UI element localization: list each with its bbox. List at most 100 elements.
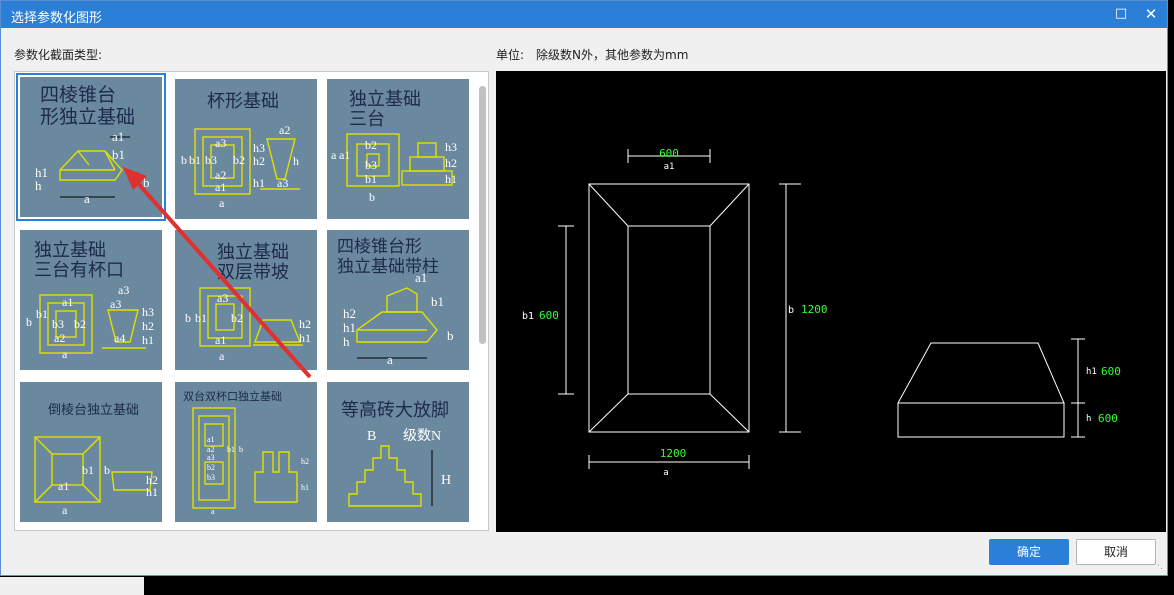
svg-text:a: a [219, 349, 225, 363]
svg-text:h1: h1 [35, 165, 48, 180]
close-icon[interactable]: ✕ [1144, 5, 1158, 23]
tile-title-line1: 四棱锥台 [40, 84, 116, 106]
svg-text:h2: h2 [301, 457, 309, 466]
svg-text:b: b [369, 190, 375, 204]
svg-text:a2: a2 [215, 168, 226, 182]
grid-scrollbar[interactable] [479, 86, 486, 344]
svg-text:独立基础带柱: 独立基础带柱 [337, 257, 439, 277]
svg-text:h2: h2 [445, 156, 457, 170]
svg-text:h2: h2 [146, 473, 158, 487]
svg-text:b: b [788, 305, 794, 316]
svg-text:b1: b1 [36, 307, 48, 321]
svg-text:b1: b1 [227, 445, 235, 454]
svg-text:b: b [447, 328, 454, 343]
svg-text:H: H [441, 473, 451, 488]
background-window-strip [0, 577, 144, 595]
svg-text:h3: h3 [142, 305, 154, 319]
svg-text:h2: h2 [142, 319, 154, 333]
svg-text:b3: b3 [207, 473, 215, 482]
shape-tile-1[interactable]: 四棱锥台 形独立基础 a1 b1 h1 h a b [16, 73, 166, 221]
svg-text:b: b [143, 175, 150, 190]
svg-text:h1: h1 [146, 485, 158, 499]
svg-text:h: h [35, 178, 42, 193]
svg-text:a1: a1 [58, 479, 69, 493]
shape-tile-9[interactable]: 等高砖大放脚 B 级数N H [327, 382, 469, 522]
svg-text:b2: b2 [207, 463, 215, 472]
svg-text:a: a [331, 148, 337, 162]
section-type-label: 参数化截面类型: [14, 48, 103, 62]
svg-text:a: a [62, 347, 68, 361]
svg-text:双层带坡: 双层带坡 [217, 262, 289, 283]
svg-text:a2: a2 [54, 331, 65, 345]
svg-text:a: a [387, 352, 393, 367]
svg-text:b: b [104, 463, 110, 477]
svg-text:a3: a3 [215, 136, 226, 150]
shape-tile-6[interactable]: 四棱锥台形 独立基础带柱 a1 b1 h2 h1 h a b [327, 230, 469, 370]
svg-text:a: a [62, 503, 68, 517]
maximize-icon[interactable]: □ [1114, 6, 1128, 21]
svg-text:b2: b2 [74, 317, 86, 331]
svg-text:h2: h2 [253, 154, 265, 168]
svg-text:b1: b1 [195, 311, 207, 325]
shape-tile-3[interactable]: 独立基础 三台 b2 b3 a a1 b1 b h3 h2 h1 [327, 79, 469, 219]
svg-text:杯形基础: 杯形基础 [207, 91, 279, 112]
svg-text:b3: b3 [205, 153, 217, 167]
title-bar[interactable]: 选择参数化图形 □ ✕ [1, 1, 1167, 28]
svg-text:b3: b3 [52, 317, 64, 331]
shape-preview: 600 a1 b1 600 b 1200 1200 a h1 600 [496, 71, 1166, 532]
shape-grid: 四棱锥台 形独立基础 a1 b1 h1 h a b 杯形基础 [14, 71, 489, 531]
shape-tile-5[interactable]: 独立基础 双层带坡 a3 b b1 b2 a1 a h2 h1 [175, 230, 317, 370]
svg-text:a4: a4 [114, 331, 125, 345]
svg-text:a3: a3 [217, 291, 228, 305]
svg-text:a3: a3 [118, 283, 129, 297]
svg-text:三台: 三台 [349, 109, 385, 130]
svg-text:a3: a3 [207, 453, 215, 462]
shape-tile-8[interactable]: 双台双杯口独立基础 a1 a2 a3 b1 b2 b3 b h2 h1 a [175, 382, 317, 522]
svg-text:独立基础: 独立基础 [34, 240, 106, 261]
svg-text:b: b [181, 153, 187, 167]
svg-text:h1: h1 [142, 333, 154, 347]
svg-text:三台有杯口: 三台有杯口 [34, 260, 124, 281]
svg-text:双台双杯口独立基础: 双台双杯口独立基础 [183, 389, 282, 403]
svg-text:b2: b2 [231, 311, 243, 325]
svg-text:B: B [367, 429, 376, 444]
svg-text:b: b [239, 445, 243, 454]
svg-text:600: 600 [1101, 365, 1121, 378]
ok-button[interactable]: 确定 [989, 539, 1069, 565]
svg-text:a: a [84, 191, 90, 206]
resize-grip-icon[interactable]: ⋱ [1154, 561, 1163, 571]
svg-text:h1: h1 [445, 172, 457, 186]
shape-tile-7[interactable]: 倒棱台独立基础 b1 a1 a b h2 h1 [20, 382, 162, 522]
svg-text:倒棱台独立基础: 倒棱台独立基础 [48, 402, 139, 418]
cancel-button[interactable]: 取消 [1076, 539, 1156, 565]
svg-text:1200: 1200 [660, 447, 687, 460]
svg-text:b3: b3 [365, 158, 377, 172]
svg-text:600: 600 [1098, 412, 1118, 425]
shape-tile-2[interactable]: 杯形基础 a2 a3 b b1 b3 b2 a2 a1 a h3 h2 h h1… [175, 79, 317, 219]
svg-text:b1: b1 [82, 463, 94, 477]
svg-text:a3: a3 [110, 297, 121, 311]
parametric-shape-dialog: 选择参数化图形 □ ✕ 参数化截面类型: 单位: 除级数N外，其他参数为mm 四… [0, 0, 1168, 576]
svg-text:a1: a1 [415, 270, 427, 285]
svg-text:1200: 1200 [801, 303, 828, 316]
svg-text:a2: a2 [207, 445, 215, 454]
svg-text:h2: h2 [299, 317, 311, 331]
svg-text:a1: a1 [112, 129, 124, 144]
svg-text:四棱锥台形: 四棱锥台形 [337, 237, 422, 257]
svg-text:a: a [211, 507, 215, 516]
svg-text:h1: h1 [253, 176, 265, 190]
svg-text:h1: h1 [1086, 367, 1097, 377]
svg-text:a1: a1 [207, 435, 215, 444]
svg-text:h2: h2 [343, 306, 356, 321]
svg-text:a3: a3 [277, 176, 288, 190]
shape-tile-4[interactable]: 独立基础 三台有杯口 a1 a3 b b1 b3 b2 a2 a a3 a4 h… [20, 230, 162, 370]
tile-title-line2: 形独立基础 [40, 106, 135, 128]
svg-text:b1: b1 [365, 172, 377, 186]
svg-text:600: 600 [539, 309, 559, 322]
unit-label: 单位: 除级数N外，其他参数为mm [496, 48, 689, 62]
svg-text:b1: b1 [189, 153, 201, 167]
svg-text:b1: b1 [112, 147, 125, 162]
svg-text:a1: a1 [664, 162, 675, 172]
svg-text:h1: h1 [299, 331, 311, 345]
dialog-title: 选择参数化图形 [11, 11, 103, 26]
